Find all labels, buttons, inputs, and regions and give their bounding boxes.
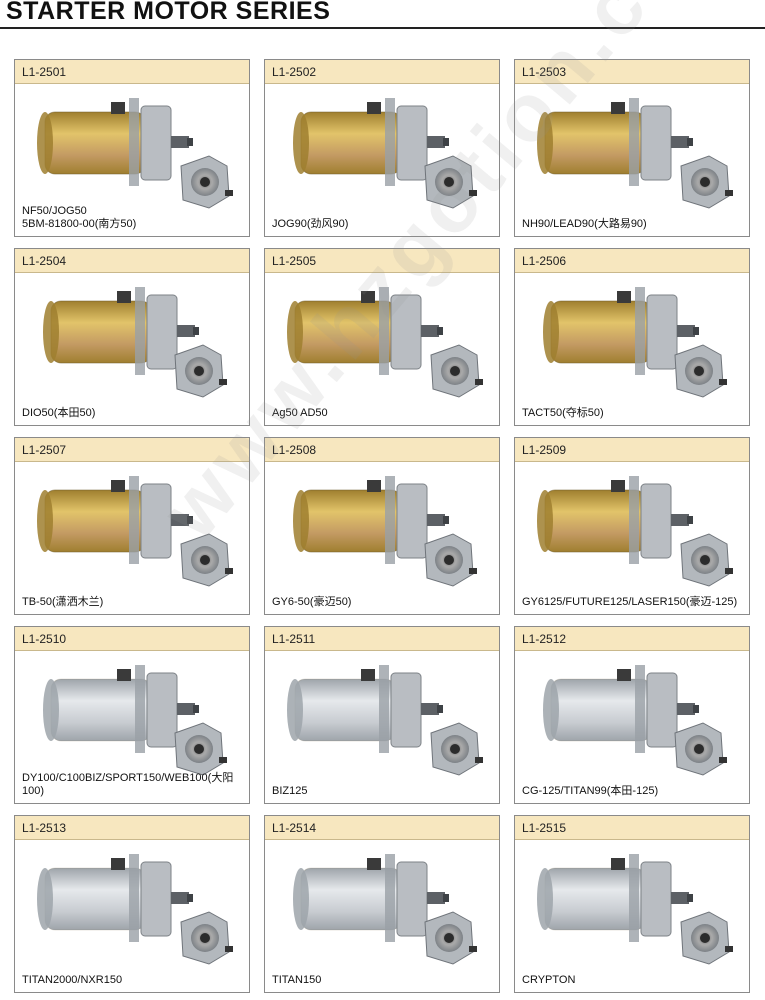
product-card: L1-2512 <box>514 626 750 804</box>
product-code: L1-2505 <box>272 254 317 268</box>
product-card: L1-2507 <box>14 437 250 615</box>
card-header: L1-2512 <box>515 627 749 651</box>
product-code: L1-2504 <box>22 254 67 268</box>
product-card: L1-2505 <box>264 248 500 426</box>
card-header: L1-2503 <box>515 60 749 84</box>
product-code: L1-2512 <box>522 632 567 646</box>
product-code: L1-2507 <box>22 443 67 457</box>
card-header: L1-2509 <box>515 438 749 462</box>
product-code: L1-2514 <box>272 821 317 835</box>
product-model: BIZ125 <box>272 785 308 797</box>
card-header: L1-2502 <box>265 60 499 84</box>
product-code: L1-2508 <box>272 443 317 457</box>
product-card: L1-2514 <box>264 815 500 993</box>
card-header: L1-2508 <box>265 438 499 462</box>
product-card: L1-2511 <box>264 626 500 804</box>
product-code: L1-2501 <box>22 65 67 79</box>
card-header: L1-2514 <box>265 816 499 840</box>
card-header: L1-2513 <box>15 816 249 840</box>
product-card: L1-2513 <box>14 815 250 993</box>
card-header: L1-2504 <box>15 249 249 273</box>
product-code: L1-2511 <box>272 632 316 646</box>
product-code: L1-2515 <box>522 821 567 835</box>
card-header: L1-2510 <box>15 627 249 651</box>
product-code: L1-2502 <box>272 65 317 79</box>
product-model: CG-125/TITAN99(本田-125) <box>522 785 659 797</box>
product-model: NF50/JOG50 5BM-81800-00(南方50) <box>22 205 137 230</box>
card-header: L1-2507 <box>15 438 249 462</box>
product-code: L1-2510 <box>22 632 67 646</box>
product-card: L1-2504 <box>14 248 250 426</box>
product-model: CRYPTON <box>522 974 576 986</box>
product-code: L1-2503 <box>522 65 567 79</box>
product-card: L1-2515 <box>514 815 750 993</box>
title-divider <box>0 27 765 29</box>
product-model: TB-50(潇洒木兰) <box>22 596 104 608</box>
product-grid: L1-2501 <box>14 59 754 1000</box>
product-model: GY6-50(豪迈50) <box>272 596 352 608</box>
product-card: L1-2506 <box>514 248 750 426</box>
product-model: TITAN150 <box>272 974 322 986</box>
product-card: L1-2503 <box>514 59 750 237</box>
product-code: L1-2513 <box>22 821 67 835</box>
product-model: JOG90(劲风90) <box>272 218 349 230</box>
product-card: L1-2501 <box>14 59 250 237</box>
product-card: L1-2510 <box>14 626 250 804</box>
card-header: L1-2506 <box>515 249 749 273</box>
product-card: L1-2508 <box>264 437 500 615</box>
product-model: DY100/C100BIZ/SPORT150/WEB100(大阳100) <box>22 772 234 797</box>
product-model: GY6125/FUTURE125/LASER150(豪迈-125) <box>522 596 738 608</box>
card-header: L1-2505 <box>265 249 499 273</box>
product-model: DIO50(本田50) <box>22 407 96 419</box>
product-code: L1-2506 <box>522 254 567 268</box>
product-model: TITAN2000/NXR150 <box>22 974 123 986</box>
card-header: L1-2501 <box>15 60 249 84</box>
card-header: L1-2515 <box>515 816 749 840</box>
card-header: L1-2511 <box>265 627 499 651</box>
product-model: TACT50(夺标50) <box>522 407 604 419</box>
product-code: L1-2509 <box>522 443 567 457</box>
product-model: Ag50 AD50 <box>272 407 328 419</box>
product-model: NH90/LEAD90(大路易90) <box>522 218 647 230</box>
product-card: L1-2502 <box>264 59 500 237</box>
page-title: STARTER MOTOR SERIES <box>6 0 331 25</box>
product-card: L1-2509 <box>514 437 750 615</box>
